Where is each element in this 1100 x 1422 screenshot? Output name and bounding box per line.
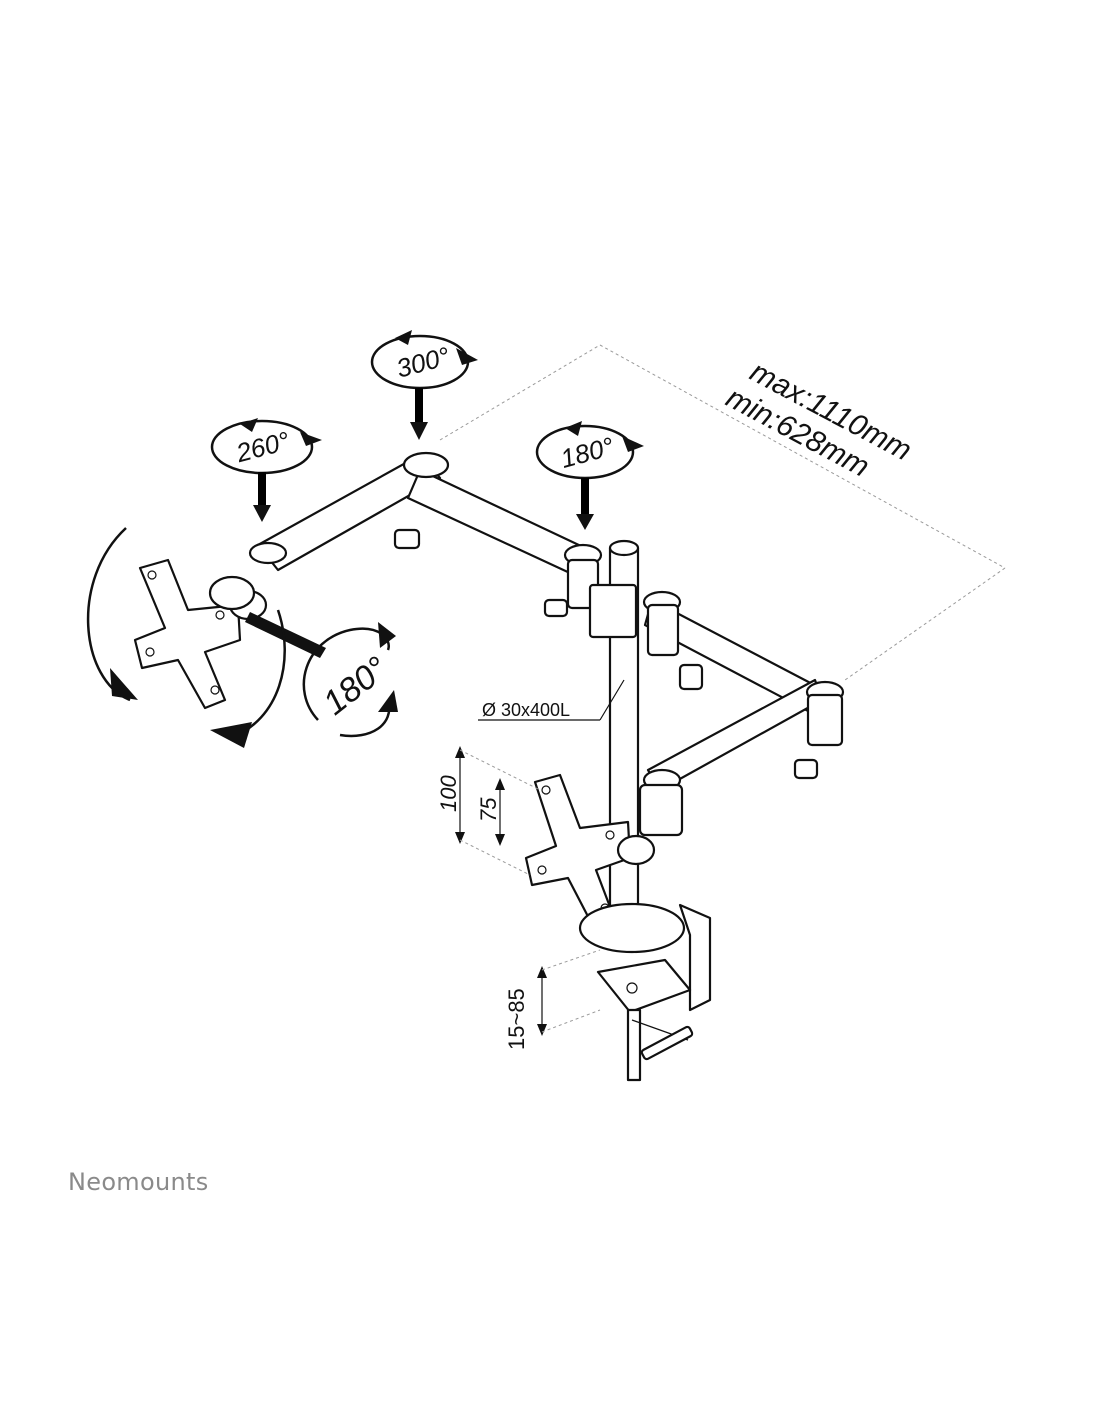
- label-pole: Ø 30x400L: [482, 700, 570, 720]
- left-vesa-plate: [133, 558, 268, 710]
- label-rot-300: 300°: [393, 341, 453, 384]
- desk-clamp: [578, 902, 712, 1082]
- rotation-260-icon: [210, 418, 322, 522]
- tilt-arrow-icon: [86, 527, 286, 748]
- rotation-180-top-icon: [535, 421, 644, 530]
- clamp-dimension-lines: [537, 949, 601, 1036]
- right-arm: [638, 590, 845, 837]
- rotation-300-icon: [370, 330, 478, 440]
- reach-guide-lines: [439, 344, 1006, 681]
- label-rot-260: 260°: [232, 425, 293, 468]
- label-vesa-75: 75: [476, 797, 501, 822]
- vesa-dimension-lines: [455, 746, 541, 876]
- pole-leader-line: [478, 679, 625, 721]
- label-clamp: 15~85: [504, 988, 529, 1050]
- rotation-180-side-icon: [245, 612, 398, 738]
- left-arm: [248, 451, 638, 639]
- brand-logo-text: Neomounts: [68, 1168, 209, 1196]
- label-vesa-100: 100: [436, 775, 461, 812]
- label-rot-180-top: 180°: [557, 431, 617, 474]
